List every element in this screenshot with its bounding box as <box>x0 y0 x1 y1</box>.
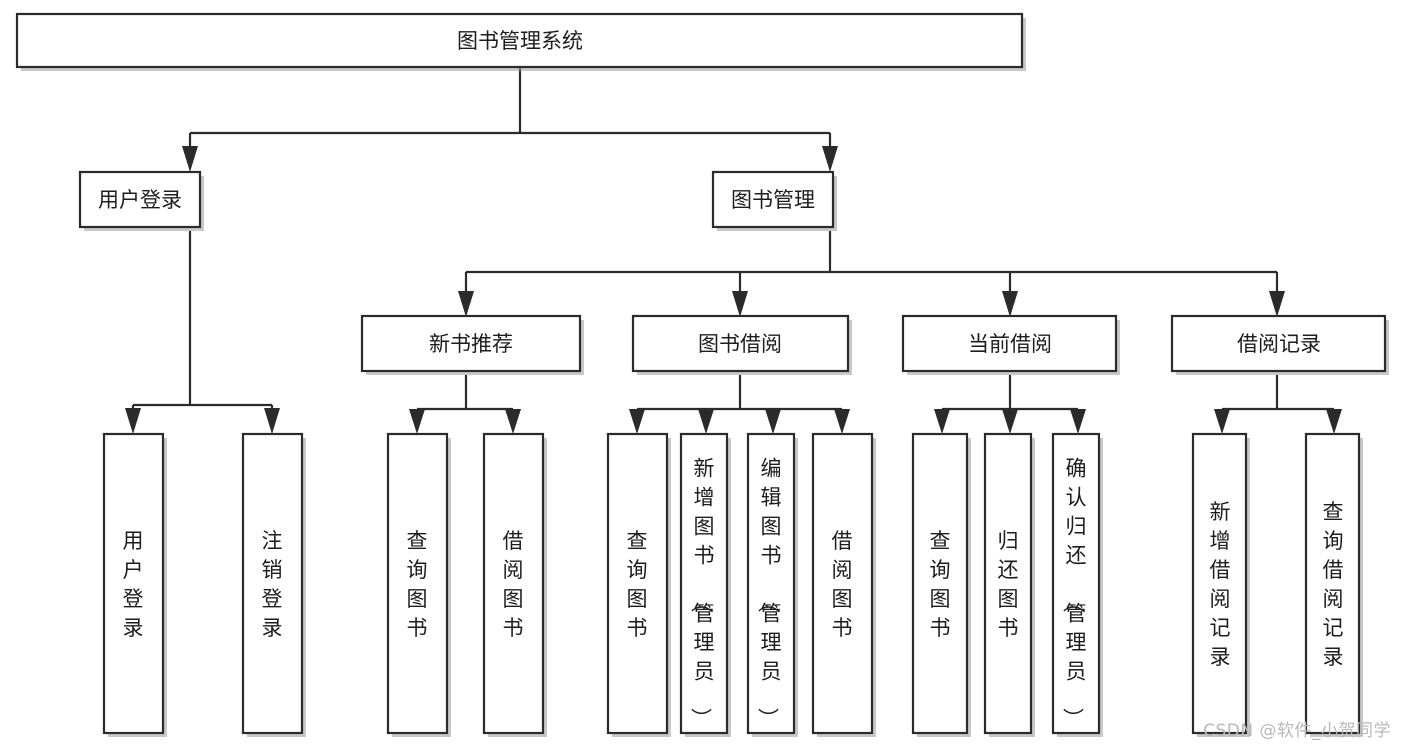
node-root-label: 图书管理系统 <box>457 29 583 53</box>
leaf-add-book[interactable]: 新增图书（管理员） <box>679 432 731 737</box>
node-root-box[interactable] <box>15 12 1024 69</box>
arrow-head-user-login <box>182 146 198 172</box>
node-borrow-record-box[interactable] <box>1170 314 1387 373</box>
leaf-confirm-return[interactable]: 确认归还（管理员） <box>1051 432 1103 737</box>
leaf-borrow-book-2-label: 借阅图书 <box>832 529 853 640</box>
leaf-add-record-box[interactable] <box>1191 432 1248 735</box>
leaf-edit-book[interactable]: 编辑图书（管理员） <box>746 432 798 737</box>
leaf-query-book-3[interactable]: 查询图书 <box>911 432 971 737</box>
node-book-manage-box[interactable] <box>711 170 835 229</box>
arrow-head-current-borrow <box>1002 291 1018 317</box>
leaf-borrow-book-1-box[interactable] <box>482 432 545 735</box>
leaf-borrow-book-2[interactable]: 借阅图书 <box>811 432 876 737</box>
arrow-head-leaf-add-book <box>698 409 714 434</box>
leaf-query-book-2[interactable]: 查询图书 <box>606 432 671 737</box>
arrow-head-leaf-borrow-book-2 <box>834 409 850 434</box>
leaf-query-book-1-label: 查询图书 <box>407 529 428 640</box>
leaf-borrow-book-2-box[interactable] <box>811 432 874 735</box>
leaf-query-book-3-label: 查询图书 <box>930 529 951 640</box>
connector-layer <box>125 67 1342 434</box>
leaf-logout[interactable]: 注销登录 <box>241 432 306 737</box>
node-user-login-label: 用户登录 <box>98 188 182 212</box>
node-book-borrow-label: 图书借阅 <box>698 332 782 356</box>
node-current-borrow-box[interactable] <box>901 314 1118 373</box>
leaf-logout-label: 注销登录 <box>262 529 283 640</box>
arrow-head-leaf-edit-book <box>765 409 781 434</box>
leaf-add-record[interactable]: 新增借阅记录 <box>1191 432 1250 737</box>
node-user-login[interactable]: 用户登录 <box>78 170 204 231</box>
leaf-add-book-box[interactable] <box>679 432 729 735</box>
arrow-head-leaf-borrow-book-1 <box>505 409 521 434</box>
leaf-add-book-label: 新增图书（管理员） <box>689 457 715 729</box>
arrow-head-leaf-query-book-1 <box>409 409 425 434</box>
leaf-query-book-3-box[interactable] <box>911 432 969 735</box>
leaf-query-book-1-box[interactable] <box>386 432 449 735</box>
leaf-query-book-2-label: 查询图书 <box>627 529 648 640</box>
arrow-head-book-manage <box>822 146 838 172</box>
node-user-login-box[interactable] <box>78 170 202 229</box>
leaf-return-book[interactable]: 归还图书 <box>983 432 1035 737</box>
leaf-return-book-label: 归还图书 <box>998 529 1019 640</box>
node-root[interactable]: 图书管理系统 <box>15 12 1026 71</box>
arrow-head-leaf-confirm-return <box>1070 409 1086 434</box>
leaf-user-login[interactable]: 用户登录 <box>102 432 167 737</box>
leaf-confirm-return-label: 确认归还（管理员） <box>1061 457 1087 729</box>
leaf-user-login-box[interactable] <box>102 432 165 735</box>
arrow-head-leaf-user-login <box>125 408 141 434</box>
arrow-head-leaf-query-book-2 <box>629 409 645 434</box>
leaf-add-record-label: 新增借阅记录 <box>1210 500 1231 669</box>
node-current-borrow-label: 当前借阅 <box>968 332 1052 356</box>
arrow-head-leaf-return-book <box>1002 409 1018 434</box>
leaf-confirm-return-box[interactable] <box>1051 432 1101 735</box>
leaf-user-login-label: 用户登录 <box>123 529 144 640</box>
node-current-borrow[interactable]: 当前借阅 <box>901 314 1120 375</box>
node-book-borrow[interactable]: 图书借阅 <box>631 314 852 375</box>
leaf-borrow-book-1[interactable]: 借阅图书 <box>482 432 547 737</box>
leaf-return-book-box[interactable] <box>983 432 1033 735</box>
node-book-borrow-box[interactable] <box>631 314 850 373</box>
node-new-book-recommend-label: 新书推荐 <box>429 332 513 356</box>
node-book-manage[interactable]: 图书管理 <box>711 170 837 231</box>
csdn-watermark: CSDN @软件_小贺同学 <box>1203 721 1391 741</box>
arrow-head-leaf-query-book-3 <box>934 409 950 434</box>
arrow-head-new-book-recommend <box>458 291 474 317</box>
arrow-head-leaf-add-record <box>1214 409 1230 434</box>
leaf-query-record-box[interactable] <box>1304 432 1361 735</box>
arrow-head-book-borrow <box>732 291 748 317</box>
leaf-query-record-label: 查询借阅记录 <box>1323 500 1344 669</box>
leaf-query-record[interactable]: 查询借阅记录 <box>1304 432 1363 737</box>
leaf-edit-book-label: 编辑图书（管理员） <box>756 457 782 729</box>
node-borrow-record-label: 借阅记录 <box>1237 332 1321 356</box>
arrow-head-leaf-query-record <box>1326 409 1342 434</box>
node-borrow-record[interactable]: 借阅记录 <box>1170 314 1389 375</box>
node-new-book-recommend[interactable]: 新书推荐 <box>360 314 584 375</box>
arrow-head-borrow-record <box>1269 291 1285 317</box>
arrow-head-leaf-logout <box>264 408 280 434</box>
leaf-edit-book-box[interactable] <box>746 432 796 735</box>
node-new-book-recommend-box[interactable] <box>360 314 582 373</box>
node-book-manage-label: 图书管理 <box>731 188 815 212</box>
leaf-query-book-2-box[interactable] <box>606 432 669 735</box>
leaf-borrow-book-1-label: 借阅图书 <box>503 529 524 640</box>
leaf-logout-box[interactable] <box>241 432 304 735</box>
leaf-query-book-1[interactable]: 查询图书 <box>386 432 451 737</box>
